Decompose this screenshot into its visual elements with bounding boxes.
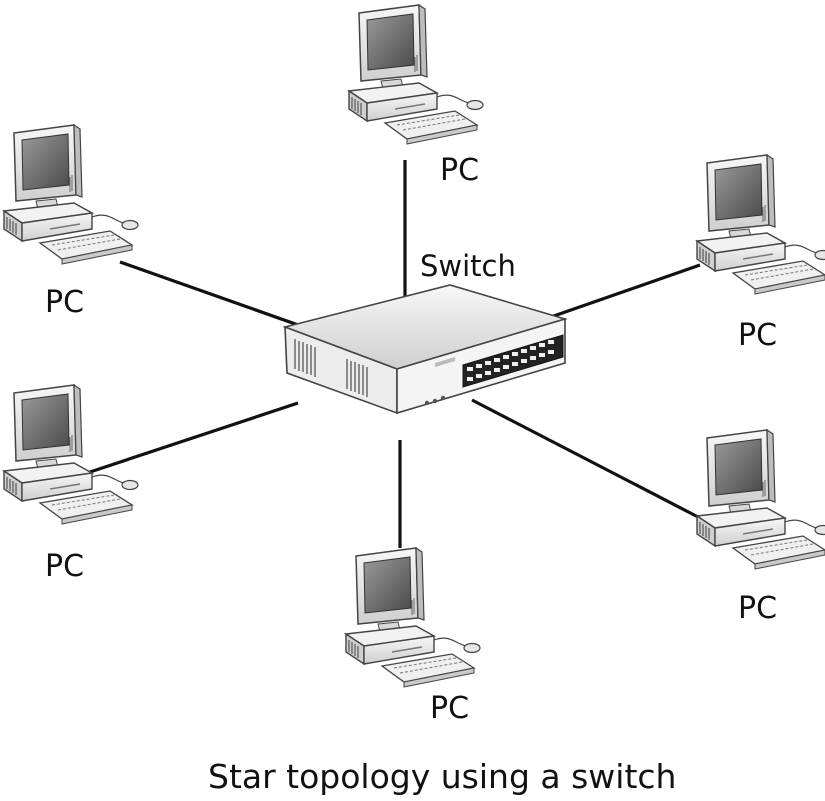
link-lower-left xyxy=(89,401,299,474)
pc-label: PC xyxy=(45,549,84,584)
pc-label: PC xyxy=(430,691,469,726)
pc-label: PC xyxy=(45,285,84,320)
pc-label: PC xyxy=(440,153,479,188)
link-lower-right xyxy=(471,398,701,520)
pc-upper-right: PC xyxy=(696,154,825,353)
pc-upper-left: PC xyxy=(3,124,139,320)
pc-top: PC xyxy=(348,4,484,188)
diagram-caption: Star topology using a switch xyxy=(208,757,676,796)
computer-icon xyxy=(3,124,139,265)
switch-device xyxy=(284,284,566,414)
pc-bottom: PC xyxy=(345,547,481,726)
pc-lower-right: PC xyxy=(696,429,825,626)
computer-icon xyxy=(348,4,484,145)
pc-label: PC xyxy=(738,591,777,626)
computer-icon xyxy=(3,384,139,525)
computer-icon xyxy=(696,154,825,295)
link-upper-right xyxy=(547,263,701,320)
pc-label: PC xyxy=(738,318,777,353)
switch-label: Switch xyxy=(420,249,516,283)
connections xyxy=(89,160,701,548)
computer-icon xyxy=(345,547,481,688)
computer-icon xyxy=(696,429,825,570)
pc-lower-left: PC xyxy=(3,384,139,584)
